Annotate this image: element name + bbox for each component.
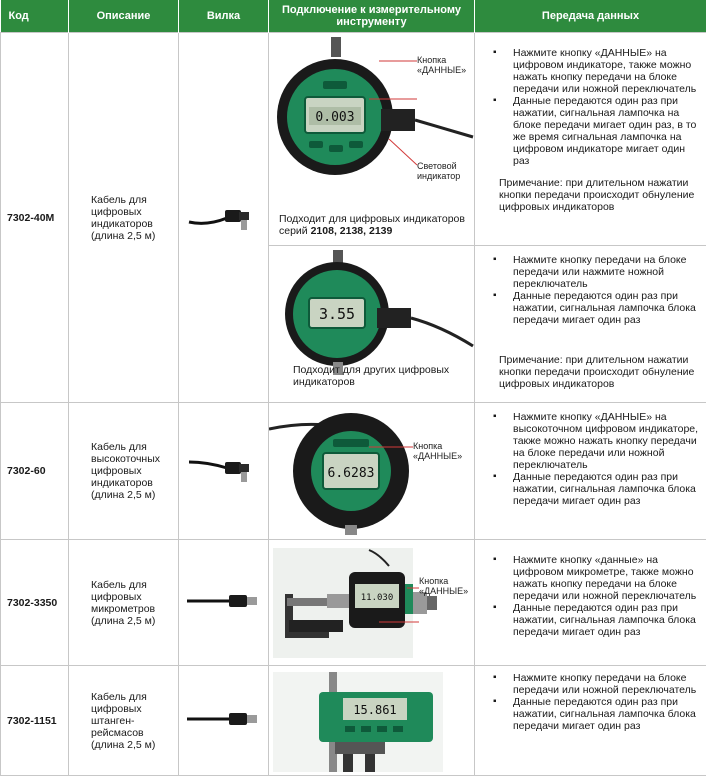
row-code: 7302-1151 (0, 665, 69, 776)
gauge-display: 15.861 (353, 703, 396, 717)
data-transfer-cell: Нажмите кнопку «ДАННЫЕ» на цифровом инди… (474, 32, 706, 246)
plug-cell (178, 539, 269, 666)
connection-cell: 0.003 Кнопка «ДАННЫЕ» Световой индикатор… (268, 32, 475, 246)
instruction-list: Нажмите кнопку передачи на блоке передач… (485, 672, 700, 732)
row-code: 7302-40M (0, 32, 69, 403)
instruction-list: Нажмите кнопку «данные» на цифровом микр… (485, 554, 700, 638)
table-row: 7302-40M Кабель для цифровых индикаторов… (0, 32, 706, 403)
micro-usb-plug-icon (186, 713, 257, 725)
row-description: Кабель для цифровых штанген-рейсмасов (д… (68, 665, 179, 776)
data-transfer-cell: Нажмите кнопку «данные» на цифровом микр… (474, 539, 706, 666)
row-description: Кабель для высокоточных цифровых индикат… (68, 402, 179, 540)
connection-cell: 11.030 Кнопка «ДАННЫЕ» (268, 539, 475, 666)
row-code: 7302-60 (0, 402, 69, 540)
list-item: Нажмите кнопку передачи на блоке передач… (493, 672, 700, 696)
table-header-row: Код Описание Вилка Подключение к измерит… (0, 0, 706, 33)
row-description: Кабель для цифровых микрометров (длина 2… (68, 539, 179, 666)
instruction-list: Нажмите кнопку передачи на блоке передач… (485, 254, 700, 326)
data-button-callout: Кнопка «ДАННЫЕ» (419, 576, 469, 596)
table-row: 7302-1151 Кабель для цифровых штанген-ре… (0, 665, 706, 776)
indicator-light-callout: Световой индикатор (417, 161, 461, 181)
compatibility-caption: Подходит для цифровых индикаторов серий (279, 213, 465, 237)
instruction-list: Нажмите кнопку «ДАННЫЕ» на цифровом инди… (485, 47, 700, 167)
row-code: 7302-3350 (0, 539, 69, 666)
indicator-display: 3.55 (319, 305, 355, 323)
precision-indicator-image: 6.6283 (269, 413, 413, 535)
instruction-list: Нажмите кнопку «ДАННЫЕ» на высокоточном … (485, 411, 700, 507)
note-text: Примечание: при длительном нажатии кнопк… (499, 177, 695, 213)
plug-cell (178, 665, 269, 776)
list-item: Данные передаются один раз при нажатии, … (493, 95, 700, 167)
data-transfer-cell: Нажмите кнопку передачи на блоке передач… (474, 665, 706, 776)
plug-cell (178, 402, 269, 540)
row-description: Кабель для цифровых индикаторов (длина 2… (68, 32, 179, 403)
list-item: Данные передаются один раз при нажатии, … (493, 602, 700, 638)
header-connection: Подключение к измерительному инструменту (268, 0, 475, 33)
header-plug: Вилка (178, 0, 269, 33)
data-transfer-cell: Нажмите кнопку передачи на блоке передач… (474, 245, 706, 403)
data-button-callout: Кнопка «ДАННЫЕ» (417, 55, 467, 75)
plug-cell (178, 32, 269, 403)
height-gauge-image: 15.861 (273, 672, 443, 772)
micro-usb-plug-icon (188, 210, 249, 230)
header-description: Описание (68, 0, 179, 33)
compatibility-caption: Подходит для других цифровых индикаторов (293, 364, 450, 388)
list-item: Нажмите кнопку «ДАННЫЕ» на цифровом инди… (493, 47, 700, 95)
compatible-series: 2108, 2138, 2139 (310, 225, 393, 237)
note-text: Примечание: при длительном нажатии кнопк… (499, 354, 695, 390)
micro-usb-plug-icon (188, 460, 249, 482)
indicator-display: 0.003 (315, 110, 354, 125)
data-button-callout: Кнопка «ДАННЫЕ» (413, 441, 463, 461)
list-item: Данные передаются один раз при нажатии, … (493, 696, 700, 732)
list-item: Данные передаются один раз при нажатии, … (493, 290, 700, 326)
table-row: 7302-60 Кабель для высокоточных цифровых… (0, 402, 706, 540)
micrometer-display: 11.030 (361, 593, 394, 603)
digital-micrometer-image: 11.030 (273, 548, 437, 658)
data-transfer-cell: Нажмите кнопку «ДАННЫЕ» на высокоточном … (474, 402, 706, 540)
table-row: 7302-3350 Кабель для цифровых микрометро… (0, 539, 706, 666)
table-row: 3.55 Подходит для других цифровых индика… (1, 245, 706, 403)
digital-indicator-image: 3.55 (285, 250, 474, 375)
list-item: Данные передаются один раз при нажатии, … (493, 471, 700, 507)
list-item: Нажмите кнопку «данные» на цифровом микр… (493, 554, 700, 602)
micro-usb-plug-icon (186, 595, 257, 607)
connection-cell: 6.6283 Кнопка «ДАННЫЕ» (268, 402, 475, 540)
header-code: Код (0, 0, 69, 33)
header-data-transfer: Передача данных (474, 0, 706, 33)
list-item: Нажмите кнопку передачи на блоке передач… (493, 254, 700, 290)
digital-indicator-image: 0.003 (277, 37, 474, 175)
list-item: Нажмите кнопку «ДАННЫЕ» на высокоточном … (493, 411, 700, 471)
connection-cell: 15.861 (268, 665, 475, 776)
connection-cell: 3.55 Подходит для других цифровых индика… (268, 245, 475, 403)
indicator-display: 6.6283 (328, 466, 375, 481)
